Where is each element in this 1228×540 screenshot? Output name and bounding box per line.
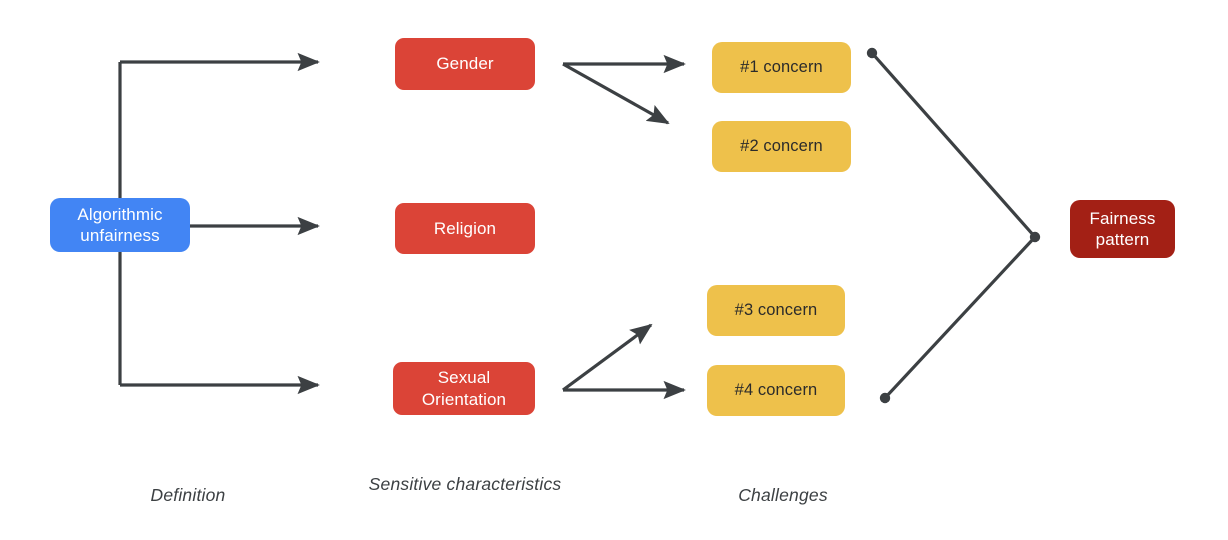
node-concern-4[interactable]: #4 concern <box>707 365 845 416</box>
node-concern-3[interactable]: #3 concern <box>707 285 845 336</box>
stage-label-challenges: Challenges <box>738 485 828 505</box>
edge-endpoint-dot-bottom <box>879 392 891 404</box>
node-gender[interactable]: Gender <box>395 38 535 90</box>
node-concern-1[interactable]: #1 concern <box>712 42 851 93</box>
edge-junction-dot <box>1029 231 1041 243</box>
stage-label-definition: Definition <box>150 485 226 505</box>
node-fairness-pattern[interactable]: Fairness pattern <box>1070 200 1175 258</box>
edge-concerns-to-pattern <box>866 47 1041 404</box>
node-concern-2[interactable]: #2 concern <box>712 121 851 172</box>
node-religion[interactable]: Religion <box>395 203 535 254</box>
node-sexual-orientation[interactable]: Sexual Orientation <box>393 362 535 415</box>
edge-orientation-to-concerns <box>562 323 686 400</box>
edge-endpoint-dot-top <box>866 47 878 59</box>
node-algorithmic-unfairness[interactable]: Algorithmic unfairness <box>50 198 190 252</box>
stage-label-sensitive-characteristics: Sensitive characteristics <box>368 474 562 494</box>
edge-gender-to-concerns <box>562 54 686 125</box>
